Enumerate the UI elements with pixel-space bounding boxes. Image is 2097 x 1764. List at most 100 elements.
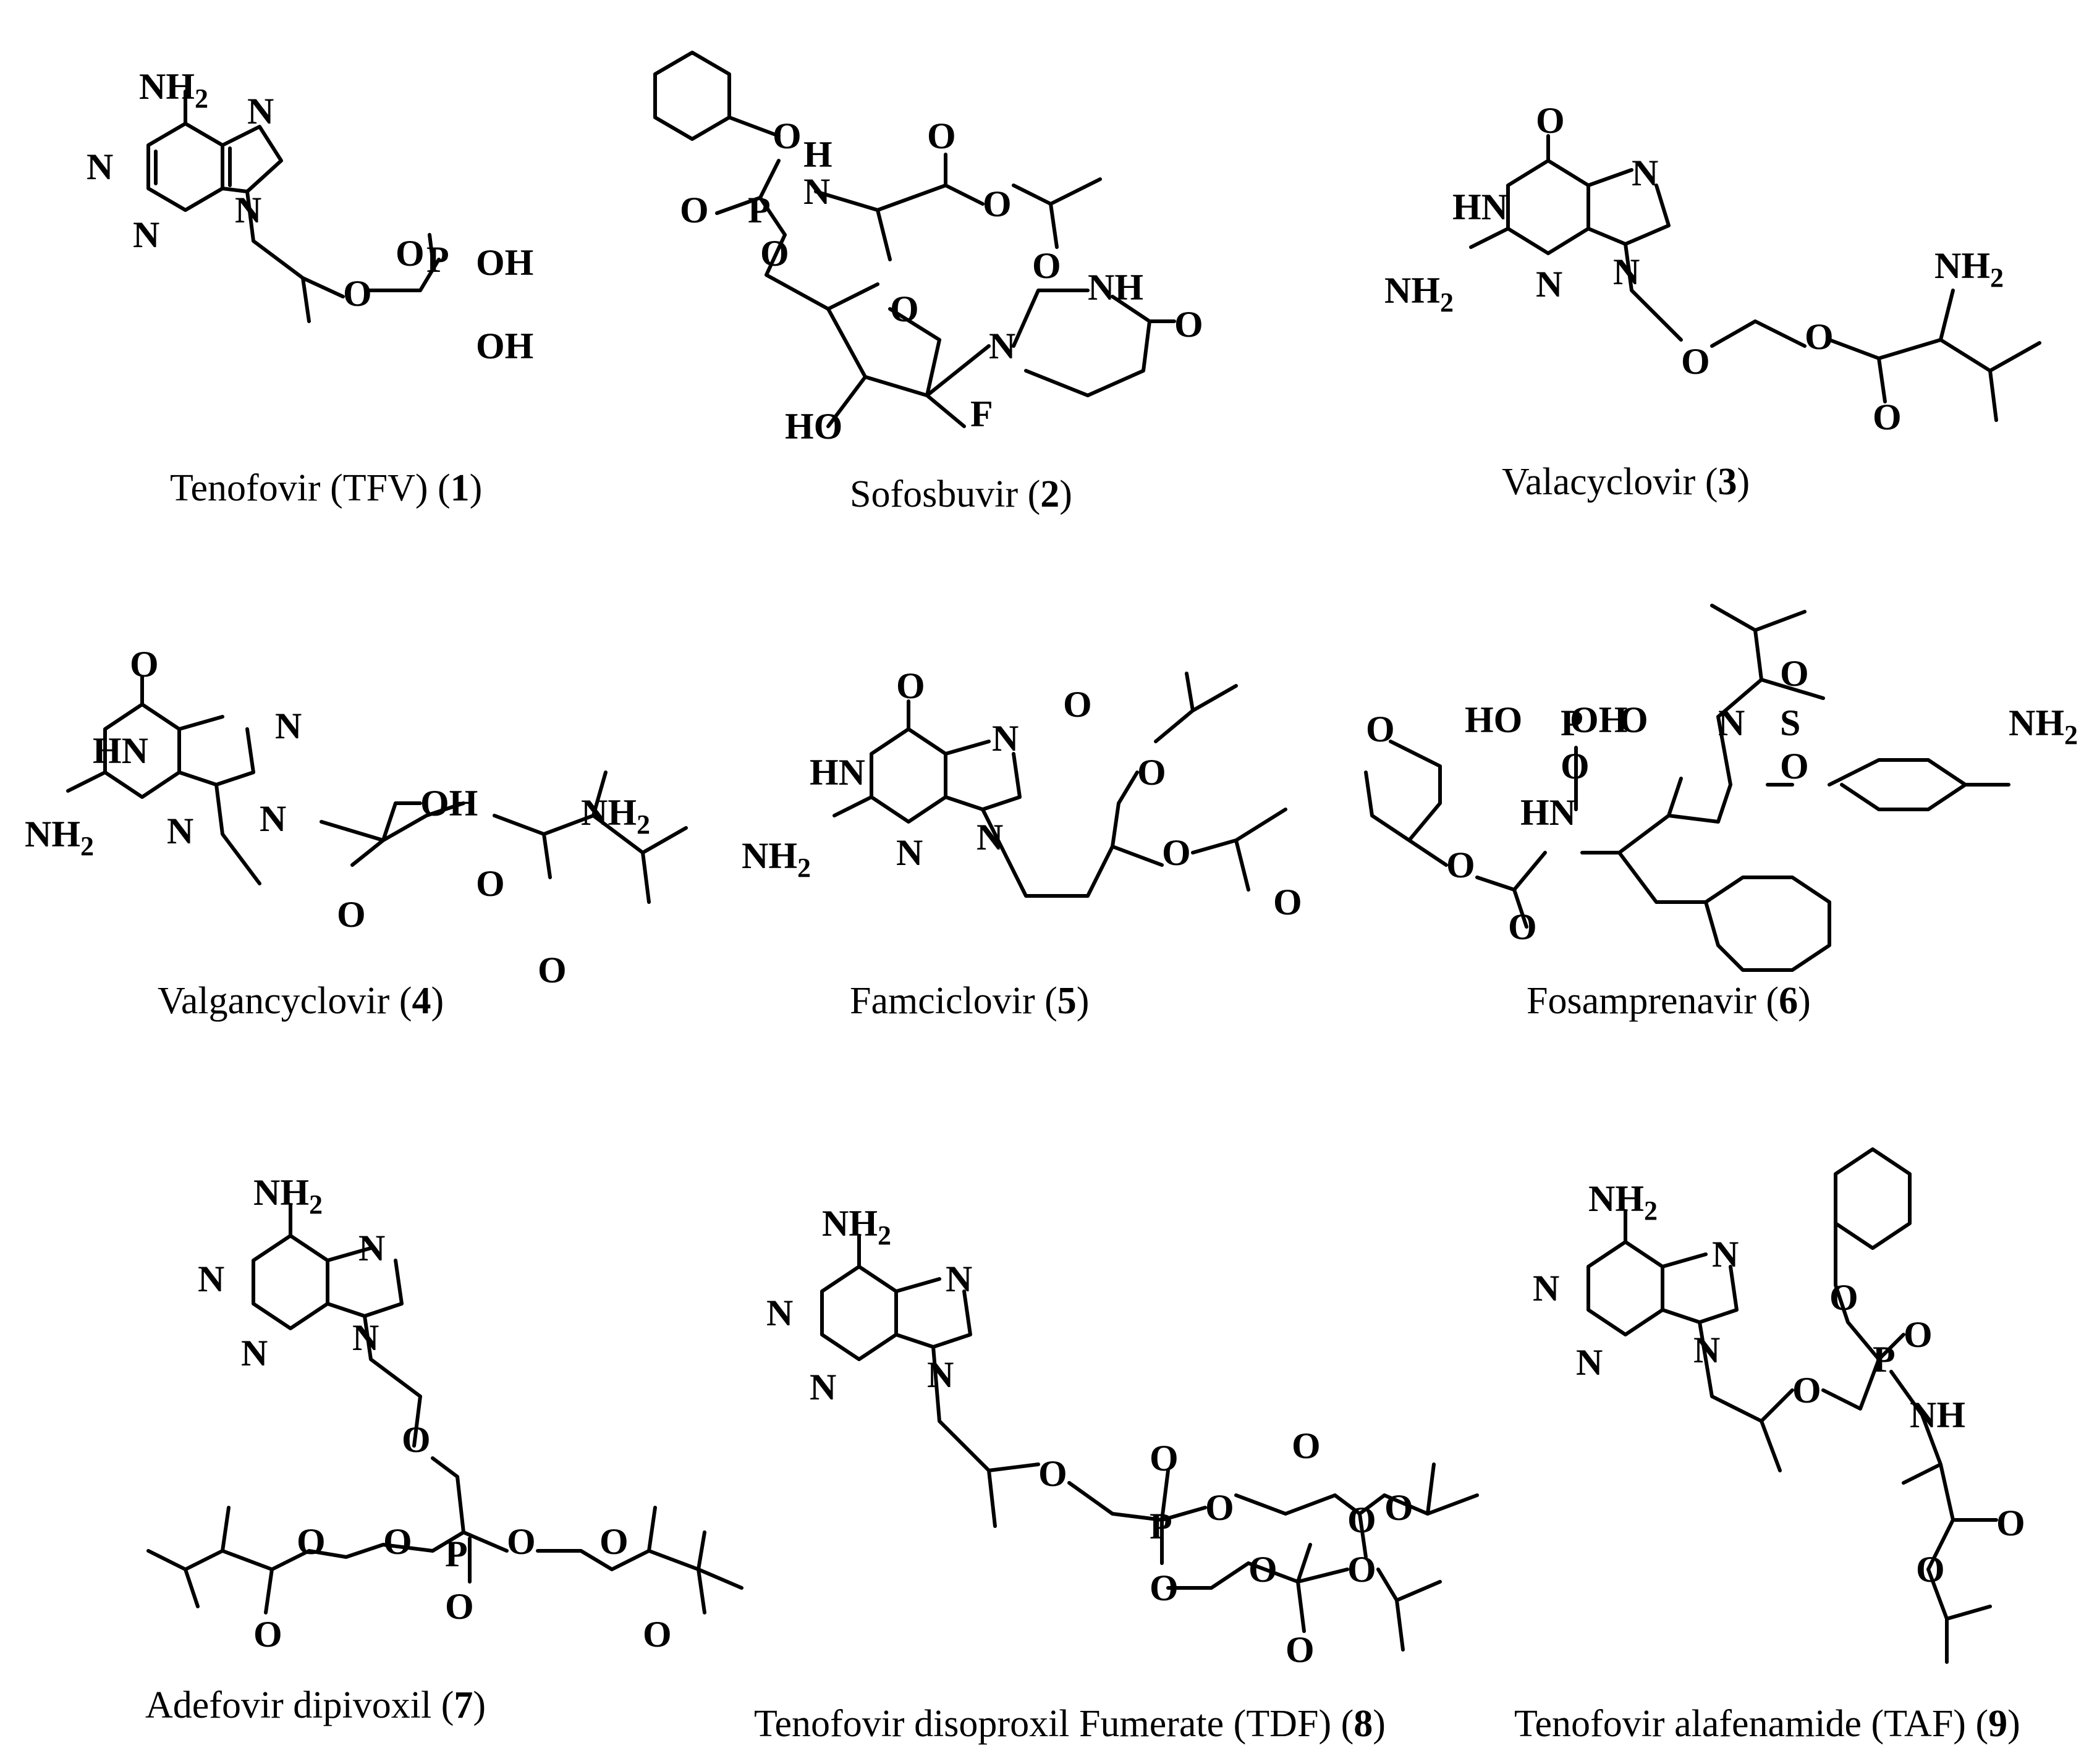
o-label: O [1873,397,1902,437]
oh-label: OH [476,242,533,283]
structure-tdf: NH2 N N N N O P O O O O O O O O O [766,1203,1479,1670]
o-label: O [1916,1549,1945,1590]
n-label: N [810,1367,836,1407]
structure-taf: NH2 N N N N O P O O NH O O [1533,1147,2025,1664]
o-label: O [1996,1503,2025,1543]
o-label: O [476,863,505,904]
o-label: O [1150,1568,1179,1608]
hn-label: HN [93,730,148,771]
o-label: O [643,1614,672,1655]
nh2-label: NH2 [1588,1178,1658,1226]
n-label: N [896,832,923,873]
n-label: N [1536,264,1562,305]
o-label: O [1174,304,1203,345]
o-label: O [1904,1314,1933,1355]
nh-label: NH [1088,267,1143,308]
n-label: N [927,1354,954,1395]
o-label: O [1347,1500,1376,1540]
nh2-label: NH2 [25,814,94,861]
n-label: N [1632,153,1658,193]
n-label: N [352,1317,379,1358]
o-label: O [1292,1425,1321,1466]
o-label: O [396,233,425,274]
n-label: N [1613,251,1640,292]
o-label: O [1286,1629,1315,1670]
o-label: O [1063,684,1092,725]
hn-label: HN [1520,792,1576,833]
n-label: N [260,798,286,839]
o-label: O [253,1614,282,1655]
caption-8: Tenofovir disoproxil Fumerate (TDF) (8) [754,1703,1386,1745]
o-label: O [1366,709,1395,749]
o-label: O [1681,341,1710,382]
o-label: O [1205,1487,1234,1528]
o-label: O [927,116,956,156]
structure-valacyclovir: O HN NH2 N N N O O O NH2 [1384,100,2041,437]
o-label: O [1792,1370,1821,1411]
n-label: N [275,706,302,746]
n-label: N [241,1333,268,1374]
o-label: O [1038,1453,1067,1494]
h-label: H [803,134,832,175]
nh2-label: NH2 [1384,270,1454,318]
p-label: P [1561,703,1583,743]
oh-label: OH [1570,699,1627,740]
structure-sofosbuvir: O H N P O O O O O N O NH O HO F [653,51,1203,447]
o-label: O [1829,1277,1858,1318]
o-label: O [896,665,925,706]
o-label: O [507,1521,536,1562]
caption-7: Adefovir dipivoxil (7) [145,1684,486,1726]
n-label: N [989,326,1015,366]
n-label: N [198,1259,224,1299]
o-label: O [983,184,1012,224]
caption-3: Valacyclovir (3) [1502,461,1750,503]
o-label: O [1248,1549,1277,1590]
o-label: O [297,1521,326,1562]
n-label: N [1693,1330,1720,1370]
o-label: O [1150,1438,1179,1479]
caption-1: Tenofovir (TFV) (1) [170,467,482,509]
n-label: N [235,190,261,230]
o-label: O [402,1419,431,1460]
o-label: O [1619,699,1648,740]
n-label: N [992,718,1019,759]
structure-valgancyclovir: O HN NH2 N N N O OH O O NH2 [25,644,688,990]
n-label: N [1712,1234,1739,1275]
n-label: N [976,817,1003,858]
o-label: O [1780,746,1809,787]
o-label: O [773,116,802,156]
o-label: O [1780,653,1809,694]
o-label: O [343,273,372,314]
n-label: N [247,91,274,132]
nh2-label: NH2 [139,66,208,114]
o-label: O [890,289,919,329]
nh2-label: NH2 [2009,703,2078,750]
structure-famciclovir: O HN NH2 N N N O O O O [742,665,1302,922]
ho-label: HO [785,406,842,447]
caption-5: Famciclovir (5) [850,980,1089,1022]
n-label: N [1533,1268,1559,1309]
caption-2: Sofosbuvir (2) [850,473,1072,515]
o-label: O [1384,1487,1413,1528]
o-label: O [680,190,709,230]
o-label: O [538,950,567,990]
p-label: P [1873,1339,1896,1380]
o-label: O [1805,316,1834,357]
p-label: P [1150,1506,1172,1547]
hn-label: HN [1452,187,1508,227]
p-label: P [445,1534,468,1574]
o-label: O [445,1586,474,1627]
structure-tenofovir: NH2 N N N N O P O OH OH [87,66,533,366]
nh2-label: NH2 [742,835,811,883]
o-label: O [1561,746,1590,787]
o-label: O [1137,752,1166,793]
structure-fosamprenavir: O O O HN OH HO P O O N S O O NH2 [1364,604,2078,972]
structure-adefovir-dipivoxil: NH2 N N N N O P O O O O O O O [146,1172,743,1655]
f-label: F [970,394,993,434]
n-label: N [1718,703,1745,743]
n-label: N [87,146,113,187]
caption-4: Valgancyclovir (4) [158,980,444,1022]
nh2-label: NH2 [581,792,650,840]
o-label: O [1162,832,1191,873]
